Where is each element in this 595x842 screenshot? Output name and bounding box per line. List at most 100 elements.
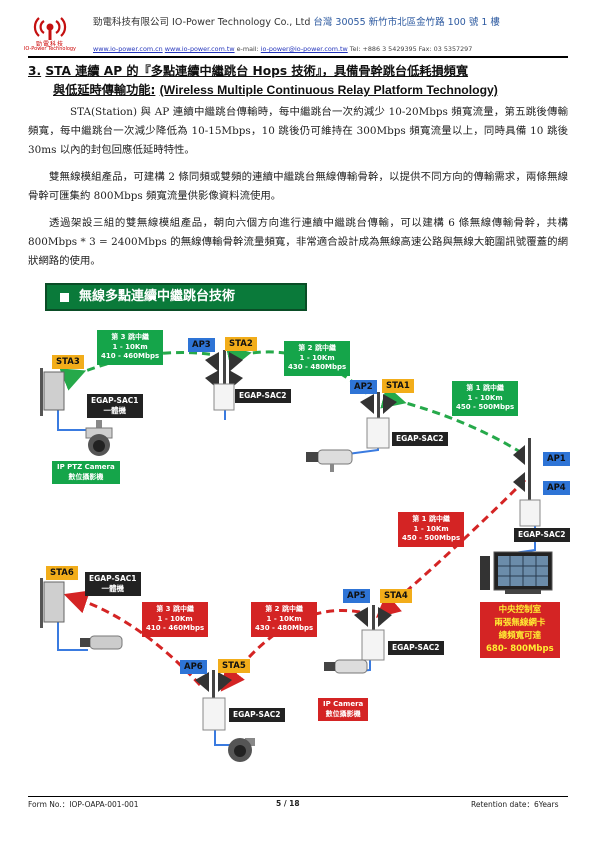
banner-text: 無線多點連續中繼跳台技術 xyxy=(79,289,236,304)
sta4-label: STA4 xyxy=(380,589,412,603)
hop-rate: 430 - 480Mbps xyxy=(255,624,314,632)
page-number: 5 / 18 xyxy=(276,799,300,808)
website-link-cn[interactable]: www.io-power.com.cn xyxy=(93,45,163,53)
device-model: EGAP-SAC1 xyxy=(89,574,137,583)
paragraph-3: 透過架設三組的雙無線模組產品，朝向六個方向進行連續中繼跳台傳輸，可以建構 6 條… xyxy=(28,217,568,267)
retention-date: Retention date：6Years xyxy=(471,800,559,809)
control-room-title: 中央控制室 xyxy=(498,605,542,615)
ap1-ap4-antenna-tower xyxy=(513,438,541,527)
phone-fax: Tel: +886 3 5429395 Fax: 03 5357297 xyxy=(349,45,473,53)
company-address: 台灣 30055 新竹市北區金竹路 100 號 1 樓 xyxy=(313,17,500,28)
hop-range: 1 - 10Km xyxy=(413,524,449,533)
bottom-hop-3-box: 第 3 跳中繼 1 - 10Km 410 - 460Mbps xyxy=(142,602,209,637)
camera-label-line1: IP PTZ Camera xyxy=(57,463,115,471)
paragraph-1: STA(Station) 與 AP 連續中繼跳台傳輸時，每中繼跳台一次約減少 1… xyxy=(28,106,568,156)
hop-title: 第 1 跳中繼 xyxy=(412,515,450,523)
hop-title: 第 3 跳中繼 xyxy=(111,333,149,341)
ptz-camera-icon xyxy=(85,420,113,456)
hop-range: 1 - 10Km xyxy=(157,614,193,623)
device-note: 一體機 xyxy=(101,584,125,593)
sta6-panel-antenna xyxy=(40,578,65,628)
hop-rate: 450 - 500Mbps xyxy=(402,534,461,542)
hop-rate: 450 - 500Mbps xyxy=(456,403,515,411)
logo-subtext: IO-Power Technology xyxy=(23,46,77,52)
section-title-line2: 與低延時傳輸功能: (Wireless Multiple Continuous … xyxy=(53,80,498,98)
hop-title: 第 2 跳中繼 xyxy=(298,344,336,352)
hop-title: 第 1 跳中繼 xyxy=(466,384,504,392)
ap6-sta5-antenna-tower xyxy=(195,670,232,731)
section-title: STA 連續 AP 的『多點連續中繼跳台 Hops 技術』，具備骨幹跳台低耗損頻… xyxy=(45,64,469,78)
device-note: 一體機 xyxy=(103,406,127,415)
ip-camera-icon xyxy=(324,659,368,674)
sta6-label: STA6 xyxy=(46,566,78,580)
camera-label-line2: 數位攝影機 xyxy=(325,709,361,718)
ptz-camera-label: IP PTZ Camera 數位攝影機 xyxy=(52,461,120,484)
ip-camera-label: IP Camera 數位攝影機 xyxy=(318,698,369,721)
website-link-tw[interactable]: www.io-power.com.tw xyxy=(164,45,235,53)
hop-range: 1 - 10Km xyxy=(467,393,503,402)
camera-label-line2: 數位攝影機 xyxy=(68,472,104,481)
control-room-line2: 兩張無線網卡 xyxy=(494,618,546,628)
ip-camera-icon xyxy=(80,635,123,650)
sta3-panel-antenna xyxy=(40,368,65,416)
section-banner: 無線多點連續中繼跳台技術 xyxy=(45,283,307,311)
bottom-hop-1-box: 第 1 跳中繼 1 - 10Km 450 - 500Mbps xyxy=(398,512,465,547)
hop-title: 第 2 跳中繼 xyxy=(265,605,303,613)
device-model: EGAP-SAC1 xyxy=(91,396,139,405)
control-room-bandwidth: 680- 800Mbps xyxy=(486,644,554,654)
ap3-sta2-antenna-tower xyxy=(205,350,243,411)
ap5-sta4-antenna-tower xyxy=(354,605,392,661)
hop-range: 1 - 10Km xyxy=(266,614,302,623)
device-sac2: EGAP-SAC2 xyxy=(514,528,570,542)
control-room-box: 中央控制室 兩張無線網卡 總頻寬可達 680- 800Mbps xyxy=(480,602,560,658)
top-hop-2-box: 第 2 跳中繼 1 - 10Km 430 - 480Mbps xyxy=(284,341,351,376)
control-room-computer-icon xyxy=(480,551,553,594)
hop-rate: 410 - 460Mbps xyxy=(146,624,205,632)
ap1-label: AP1 xyxy=(543,452,570,466)
device-sac2: EGAP-SAC2 xyxy=(235,389,291,403)
ip-camera-icon xyxy=(306,449,353,472)
company-logo xyxy=(31,12,69,46)
ap5-label: AP5 xyxy=(343,589,370,603)
hop-range: 1 - 10Km xyxy=(112,342,148,351)
section-title-english: (Wireless Multiple Continuous Relay Plat… xyxy=(159,83,498,97)
email-link[interactable]: io-power@io-power.com.tw xyxy=(260,45,348,53)
camera-label-line1: IP Camera xyxy=(323,700,364,708)
logo-text: 勁電科技 xyxy=(35,41,64,48)
section-title-cont: 與低延時傳輸功能: xyxy=(53,83,156,97)
device-sac1-top: EGAP-SAC1 一體機 xyxy=(87,394,143,418)
form-number: Form No.：IOP-OAPA-001-001 xyxy=(28,800,139,809)
company-line: 勁電科技有限公司 IO-Power Technology Co., Ltd 台灣… xyxy=(93,14,500,28)
device-sac2: EGAP-SAC2 xyxy=(388,641,444,655)
contact-line: www.io-power.com.cn www.io-power.com.tw … xyxy=(93,45,472,53)
sta2-label: STA2 xyxy=(225,337,257,351)
sta1-label: STA1 xyxy=(382,379,414,393)
top-backbone-path xyxy=(380,385,526,457)
header-divider xyxy=(28,56,568,58)
device-sac2: EGAP-SAC2 xyxy=(229,708,285,722)
section-number: 3. xyxy=(28,64,42,78)
top-hop-3-box: 第 3 跳中繼 1 - 10Km 410 - 460Mbps xyxy=(97,330,164,365)
paragraph-2: 雙無線模組產品，可建構 2 條同頻或雙頻的連續中繼跳台無線傳輸骨幹，以提供不同方… xyxy=(28,171,568,202)
footer-divider xyxy=(28,796,568,797)
sta5-label: STA5 xyxy=(218,659,250,673)
ap6-label: AP6 xyxy=(180,660,207,674)
ap2-sta1-antenna-tower xyxy=(360,392,397,449)
ap3-label: AP3 xyxy=(188,338,215,352)
ap4-label: AP4 xyxy=(543,481,570,495)
device-sac2: EGAP-SAC2 xyxy=(392,432,448,446)
company-name: 勁電科技有限公司 IO-Power Technology Co., Ltd xyxy=(93,17,311,28)
sta3-label: STA3 xyxy=(52,355,84,369)
control-room-line3: 總頻寬可達 xyxy=(498,631,542,641)
section-title-line1: 3. STA 連續 AP 的『多點連續中繼跳台 Hops 技術』，具備骨幹跳台低… xyxy=(28,61,468,79)
email-label: e-mail: xyxy=(236,45,259,53)
top-backbone-path xyxy=(59,351,216,391)
ap2-label: AP2 xyxy=(350,380,377,394)
device-sac1-bottom: EGAP-SAC1 一體機 xyxy=(85,572,141,596)
bottom-hop-2-box: 第 2 跳中繼 1 - 10Km 430 - 480Mbps xyxy=(251,602,318,637)
dome-camera-icon xyxy=(228,738,255,762)
hop-title: 第 3 跳中繼 xyxy=(156,605,194,613)
top-hop-1-box: 第 1 跳中繼 1 - 10Km 450 - 500Mbps xyxy=(452,381,519,416)
hop-rate: 410 - 460Mbps xyxy=(101,352,160,360)
